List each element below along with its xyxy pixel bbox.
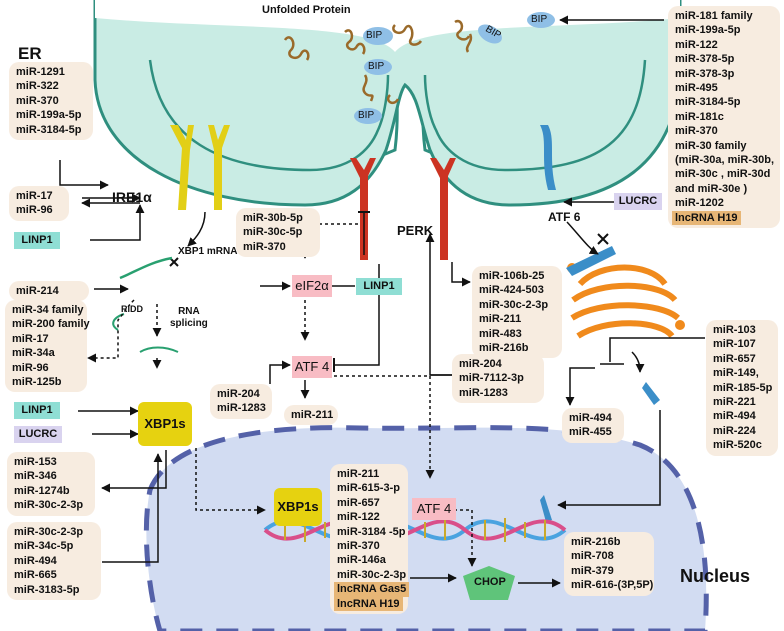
linp1-tag: LINP1 <box>356 278 402 295</box>
bip-label: BIP <box>358 110 375 121</box>
chop-label: CHOP <box>474 576 506 588</box>
unfolded-protein-icons <box>283 19 473 61</box>
nucleus-membrane <box>143 425 709 631</box>
atf6-on-golgi <box>566 246 616 276</box>
atf4-box: ATF 4 <box>292 356 332 378</box>
scissors-icon <box>597 233 609 245</box>
atf4-nucleus-box: ATF 4 <box>412 498 456 520</box>
bip-icons <box>354 12 555 124</box>
xbp1-mrna-label: XBP1 mRNA <box>178 246 238 257</box>
perk-receptor <box>350 158 456 260</box>
atf6-fragment-nucleus <box>540 495 552 522</box>
atf4-target-box: miR-211 <box>284 405 338 426</box>
perk-label: PERK <box>397 223 434 238</box>
xbp1s-box: XBP1s <box>138 402 192 446</box>
xbp1-mrna-regulator-box: miR-214 <box>9 281 89 302</box>
linp1-tag: LINP1 <box>14 402 60 419</box>
bip-label: BIP <box>368 61 385 72</box>
ridd-label: RIDD <box>121 304 143 314</box>
atf6-receptor <box>540 125 556 190</box>
xbp1-mrna-strand <box>119 256 173 280</box>
unfolded-protein-label: Unfolded Protein <box>262 4 351 16</box>
er-upper-clear <box>95 0 680 52</box>
eif2a-box: eIF2α <box>292 275 332 297</box>
linp1-tag: LINP1 <box>14 232 60 249</box>
atf6-label: ATF 6 <box>548 210 581 224</box>
spliced-mrna <box>139 346 179 353</box>
bip-label: BIP <box>366 30 383 41</box>
xbp1s-nucleus-box: XBP1s <box>274 488 322 526</box>
bip-label: BIP <box>531 14 548 25</box>
unfolded-protein-icons-2 <box>362 74 400 105</box>
chop-shape <box>463 566 515 600</box>
er-label: ER <box>18 44 42 63</box>
dna-helix <box>263 518 567 542</box>
lucrc-tag: LUCRC <box>14 426 62 443</box>
ridd-fragment <box>112 313 125 331</box>
golgi-apparatus <box>567 263 685 339</box>
lucrc-tag: LUCRC <box>614 193 662 210</box>
atf6-fragment <box>642 382 660 405</box>
nucleus-label: Nucleus <box>680 566 751 586</box>
ire1a-label: IRE1α <box>112 189 152 205</box>
ire1a-receptor <box>170 125 230 210</box>
